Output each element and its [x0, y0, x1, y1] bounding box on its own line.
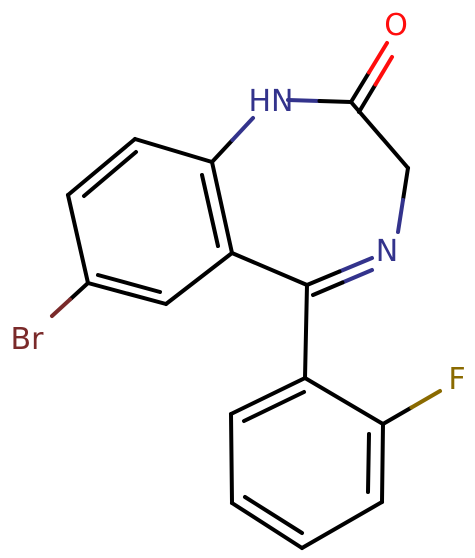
- atom-label-nh: HN: [249, 84, 294, 119]
- bond-c6p-c1p-inner: [242, 390, 306, 423]
- atom-label-f: F: [448, 362, 465, 397]
- bond-c1p-c2p: [303, 376, 385, 426]
- bond-c9a-c5a-inner: [200, 173, 220, 248]
- bond-c5-c1p: [303, 283, 309, 380]
- bond-c5p-c6p: [229, 412, 234, 505]
- bond-c4p-c5p-inner: [243, 495, 304, 535]
- bond-n1-c2-part-2: [317, 99, 353, 104]
- bond-n4-c5-double-part-2: [311, 280, 345, 297]
- atom-label-o: O: [384, 8, 408, 43]
- bond-c3-n4-part-2: [396, 198, 405, 234]
- bond-c6-c7-inner: [96, 273, 162, 294]
- bond-c6-c7: [86, 281, 168, 306]
- bond-c2-c3: [349, 100, 410, 170]
- bond-c9-c9a: [133, 137, 214, 164]
- bond-c6p-c1p: [229, 376, 307, 416]
- bond-c8-c9: [66, 137, 137, 197]
- atom-label-n: N: [376, 234, 398, 269]
- bond-n4-c5-part-2: [305, 269, 342, 287]
- bond-c2-o-double-part-2: [373, 55, 394, 87]
- bond-c9a-n1-part-2: [230, 116, 255, 142]
- bond-c2-o-double-part-1: [357, 82, 378, 114]
- bond-c2-o-part-2: [367, 41, 389, 75]
- bond-c5a-c6: [164, 251, 234, 306]
- bond-c2-o-part-1: [349, 70, 371, 104]
- bond-c7-br-part-1: [68, 281, 90, 302]
- bond-n1-c2-part-1: [286, 98, 322, 103]
- bond-c4p-c5p: [230, 501, 304, 550]
- bond-c5-c5a: [230, 251, 309, 287]
- bond-n4-c5-part-1: [337, 256, 374, 274]
- bond-c9a-n1-part-1: [210, 138, 235, 164]
- bond-n4-c5-double-part-1: [340, 268, 374, 285]
- bond-c3p-c4p: [300, 500, 384, 550]
- bond-c2p-c3p: [380, 422, 385, 504]
- bond-c9a-c5a: [210, 160, 234, 255]
- bond-c8-c9-inner: [82, 150, 138, 198]
- bond-c7-c8: [66, 193, 90, 285]
- bond-c7-br-part-2: [50, 297, 72, 318]
- bond-c2p-f-part-2: [409, 389, 442, 410]
- atom-label-br: Br: [11, 322, 45, 357]
- bond-c2p-c3p-inner: [366, 432, 371, 494]
- bond-c3-n4-part-1: [401, 166, 410, 202]
- bond-c2p-f-part-1: [381, 405, 414, 426]
